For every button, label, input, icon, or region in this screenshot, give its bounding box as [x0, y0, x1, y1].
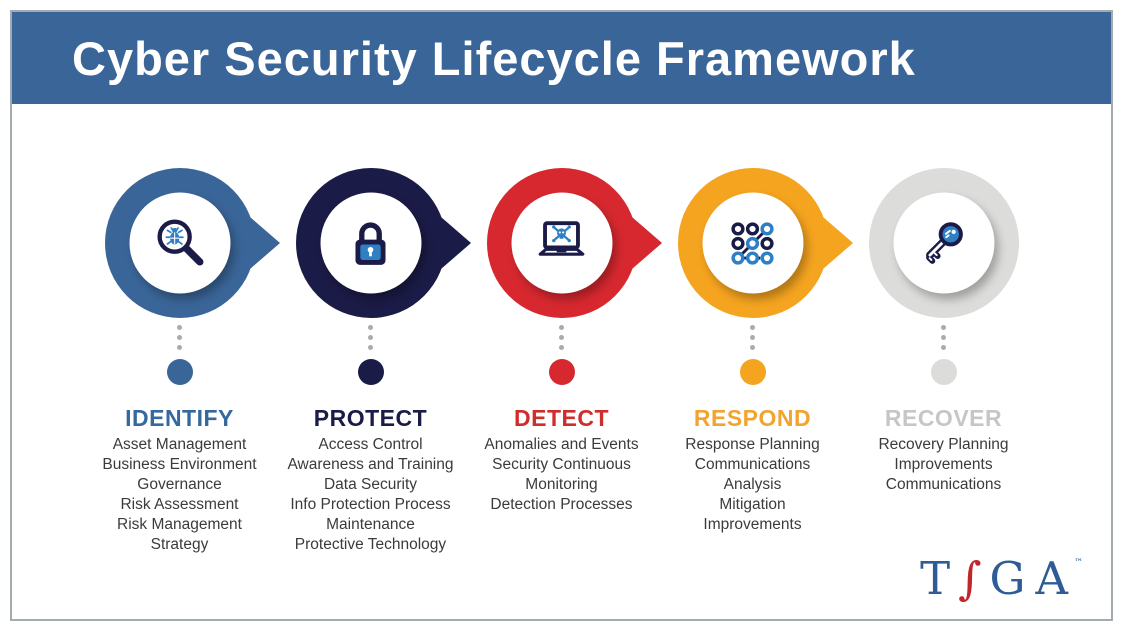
protect-circle	[295, 168, 471, 318]
respond-arrow	[822, 217, 853, 269]
stage-recover: RECOVER Recovery Planning Improvements C…	[848, 168, 1039, 555]
detect-heading: DETECT	[514, 405, 609, 431]
list-item: Improvements	[703, 516, 802, 533]
recover-items: Recovery Planning Improvements Communica…	[878, 435, 1008, 495]
protect-heading: PROTECT	[313, 405, 428, 431]
connector-dot	[368, 345, 373, 350]
list-item: Business Environment	[102, 456, 257, 473]
list-item: Recovery Planning	[878, 436, 1009, 453]
connector-dot	[559, 335, 564, 340]
page-title: Cyber Security Lifecycle Framework	[72, 31, 916, 85]
connector-dot	[177, 345, 182, 350]
stage-protect: PROTECT Access Control Awareness and Tra…	[275, 168, 471, 555]
detect-arrow	[631, 217, 662, 269]
respond-ring	[677, 168, 853, 318]
identify-bullet	[166, 359, 193, 385]
recover-inner-circle	[893, 192, 994, 294]
stage-respond: RESPOND Response Planning Communications…	[657, 168, 853, 555]
identify-connector	[166, 325, 193, 385]
identify-heading: IDENTIFY	[125, 405, 234, 431]
connector-dot	[750, 325, 755, 330]
protect-arrow	[440, 217, 471, 269]
logo-integral-glyph: ∫	[958, 552, 982, 605]
connector-dot	[559, 345, 564, 350]
detect-circle	[486, 168, 662, 318]
connector-dot	[750, 345, 755, 350]
recover-connector	[930, 325, 957, 385]
list-item: Access Control	[318, 436, 423, 453]
respond-bullet	[739, 359, 766, 385]
list-item: Monitoring	[525, 476, 598, 493]
recover-bullet	[930, 359, 957, 385]
stage-detect: DETECT Anomalies and Events Security Con…	[466, 168, 662, 555]
list-item: Analysis	[723, 476, 782, 493]
identify-ring	[104, 168, 280, 318]
laptop-skull-icon	[538, 220, 585, 256]
list-item: Improvements	[894, 456, 993, 473]
protect-items: Access Control Awareness and Training Da…	[287, 435, 453, 555]
detect-bullet	[548, 359, 575, 385]
connector-dot	[941, 335, 946, 340]
list-item: Awareness and Training	[287, 456, 454, 473]
logo-letter-t: T	[920, 552, 951, 605]
logo-letter-a: A	[1035, 552, 1069, 605]
tiga-logo: T ∫ G A ™	[915, 552, 1083, 605]
respond-connector	[739, 325, 766, 385]
connector-dot	[750, 335, 755, 340]
list-item: Risk Management	[117, 516, 242, 533]
identify-items: Asset Management Business Environment Go…	[102, 435, 256, 555]
padlock-icon	[355, 221, 386, 265]
connector-dot	[559, 325, 564, 330]
connector-dot	[368, 325, 373, 330]
connector-dot	[177, 325, 182, 330]
list-item: Security Continuous	[492, 456, 631, 473]
list-item: Asset Management	[112, 436, 247, 453]
detect-connector	[548, 325, 575, 385]
connector-dot	[177, 335, 182, 340]
detect-ring	[486, 168, 662, 318]
pattern-lock-icon	[731, 221, 774, 265]
bug-magnifier-icon	[157, 219, 204, 266]
recover-circle	[868, 168, 1019, 318]
identify-circle	[104, 168, 280, 318]
stage-identify: IDENTIFY Asset Management Business Envir…	[84, 168, 280, 555]
protect-bullet	[357, 359, 384, 385]
trademark-symbol: ™	[1074, 558, 1083, 568]
list-item: Communications	[694, 456, 811, 473]
list-item: Detection Processes	[490, 496, 633, 513]
respond-inner-circle	[702, 192, 803, 294]
respond-items: Response Planning Communications Analysi…	[685, 435, 819, 535]
protect-ring	[295, 168, 471, 318]
respond-heading: RESPOND	[693, 405, 812, 431]
list-item: Maintenance	[326, 516, 415, 533]
detect-items: Anomalies and Events Security Continuous…	[484, 435, 638, 515]
connector-dot	[941, 345, 946, 350]
protect-connector	[357, 325, 384, 385]
list-item: Protective Technology	[294, 536, 447, 553]
list-item: Data Security	[323, 476, 418, 493]
recover-heading: RECOVER	[884, 405, 1003, 431]
connector-dot	[941, 325, 946, 330]
title-banner: Cyber Security Lifecycle Framework	[12, 12, 1111, 104]
list-item: Info Protection Process	[290, 496, 451, 513]
list-item: Strategy	[150, 536, 209, 553]
logo-letter-g: G	[989, 552, 1026, 605]
identify-arrow	[249, 217, 280, 269]
list-item: Risk Assessment	[120, 496, 239, 513]
list-item: Governance	[137, 476, 222, 493]
identify-inner-circle	[129, 192, 230, 294]
infographic-frame: Cyber Security Lifecycle Framework	[10, 10, 1113, 621]
connector-dot	[368, 335, 373, 340]
list-item: Anomalies and Events	[484, 436, 639, 453]
respond-circle	[677, 168, 853, 318]
list-item: Communications	[885, 476, 1002, 493]
key-icon	[926, 221, 963, 264]
protect-inner-circle	[320, 192, 421, 294]
recover-ring	[868, 168, 1019, 318]
lifecycle-stages: IDENTIFY Asset Management Business Envir…	[12, 168, 1111, 555]
list-item: Mitigation	[719, 496, 786, 513]
detect-inner-circle	[511, 192, 612, 294]
list-item: Response Planning	[685, 436, 820, 453]
